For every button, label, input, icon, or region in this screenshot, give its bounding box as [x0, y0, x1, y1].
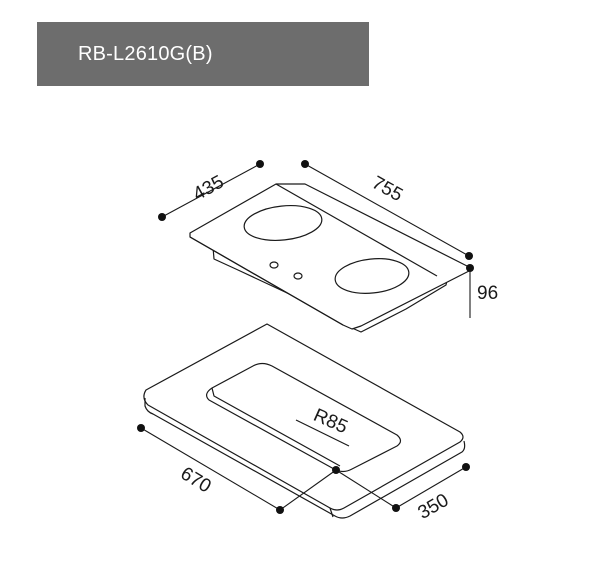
board-top-face — [143, 323, 464, 511]
dim-label-hob-height: 96 — [477, 283, 498, 304]
model-name: RB-L2610G(B) — [78, 42, 213, 65]
cutout-board — [143, 323, 466, 519]
dim-label-cutout-depth: 350 — [415, 490, 453, 524]
dim-dot — [301, 160, 309, 168]
model-title-bar: RB-L2610G(B) — [37, 22, 369, 86]
dim-line-755 — [304, 163, 470, 257]
dim-dot — [462, 463, 470, 471]
board-dimension-dots — [137, 424, 470, 514]
dim-dot — [158, 213, 166, 221]
dim-dot — [256, 160, 264, 168]
cooktop-front-edge — [189, 236, 344, 326]
board-dimensions — [140, 427, 467, 511]
board-front-edge — [144, 398, 466, 519]
cooktop-glass-top — [189, 183, 470, 330]
dim-label-hob-depth: 435 — [190, 171, 228, 205]
board-edge-line — [329, 507, 334, 518]
knob-icon — [293, 272, 303, 280]
dim-line-670 — [140, 427, 281, 511]
dim-dot — [465, 252, 473, 260]
radius-leader — [295, 419, 350, 447]
dim-dot — [392, 504, 400, 512]
cooktop-dimensions — [161, 163, 471, 318]
knob-icon — [269, 261, 279, 269]
dim-line-670-b — [279, 469, 337, 511]
right-burner-ring — [334, 258, 410, 294]
dim-line-350 — [335, 469, 397, 509]
left-burner-ring — [243, 205, 323, 241]
dim-dot — [466, 264, 474, 272]
cutout-opening — [206, 362, 402, 473]
cooktop-control-strip — [275, 183, 438, 277]
cooktop-dimension-dots — [158, 160, 474, 272]
dim-dot — [137, 424, 145, 432]
dim-dot — [276, 506, 284, 514]
dim-line-435 — [161, 163, 261, 218]
dim-line-350-b — [395, 466, 467, 509]
dim-label-hob-width: 755 — [368, 172, 406, 206]
cutout-inner-edge — [211, 387, 341, 467]
cooktop-drawing — [189, 183, 470, 333]
dim-dot — [332, 466, 340, 474]
